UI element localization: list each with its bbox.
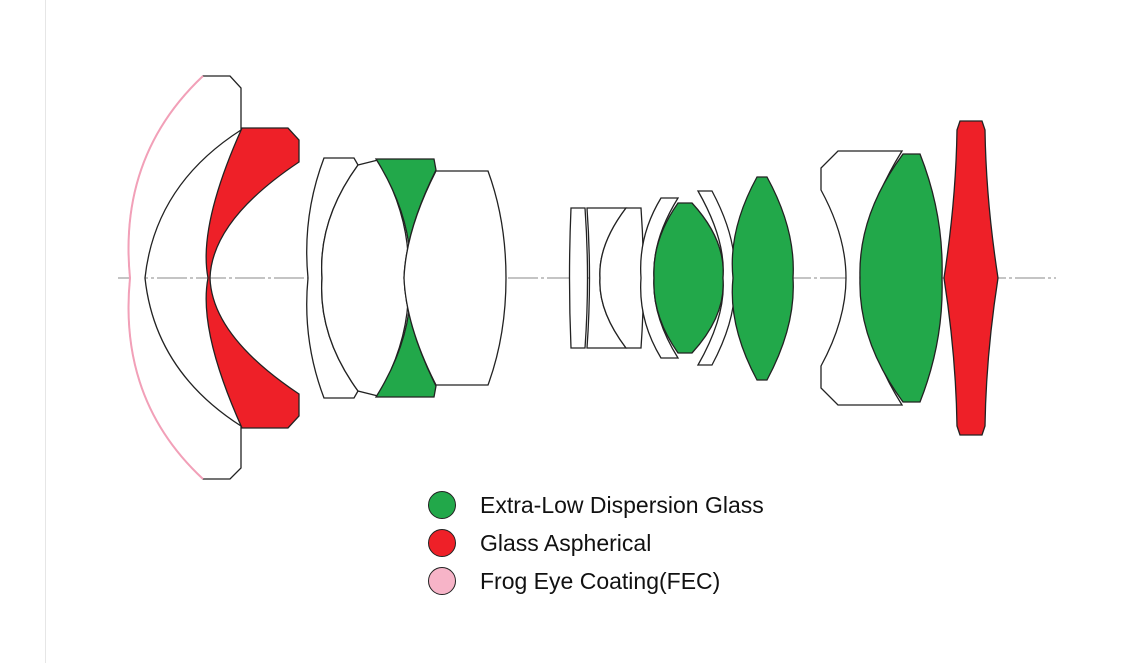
legend: Extra-Low Dispersion Glass Glass Aspheri… <box>428 486 764 600</box>
element-6 <box>403 170 507 386</box>
element-1-fec-coating <box>127 75 204 480</box>
left-divider <box>45 0 46 663</box>
element-2-aspherical <box>205 127 300 429</box>
legend-swatch-red <box>428 529 456 557</box>
legend-label: Glass Aspherical <box>480 529 652 556</box>
element-13-ed-glass <box>731 176 794 381</box>
element-16-aspherical <box>943 120 999 436</box>
element-7 <box>568 207 589 349</box>
legend-swatch-green <box>428 491 456 519</box>
element-11-ed-glass <box>653 202 724 354</box>
legend-label: Frog Eye Coating(FEC) <box>480 567 721 594</box>
legend-label: Extra-Low Dispersion Glass <box>480 491 764 518</box>
element-15-ed-glass <box>859 153 943 403</box>
legend-item-aspherical: Glass Aspherical <box>428 524 764 562</box>
legend-swatch-pink <box>428 567 456 595</box>
legend-item-ed-glass: Extra-Low Dispersion Glass <box>428 486 764 524</box>
legend-item-fec: Frog Eye Coating(FEC) <box>428 562 764 600</box>
